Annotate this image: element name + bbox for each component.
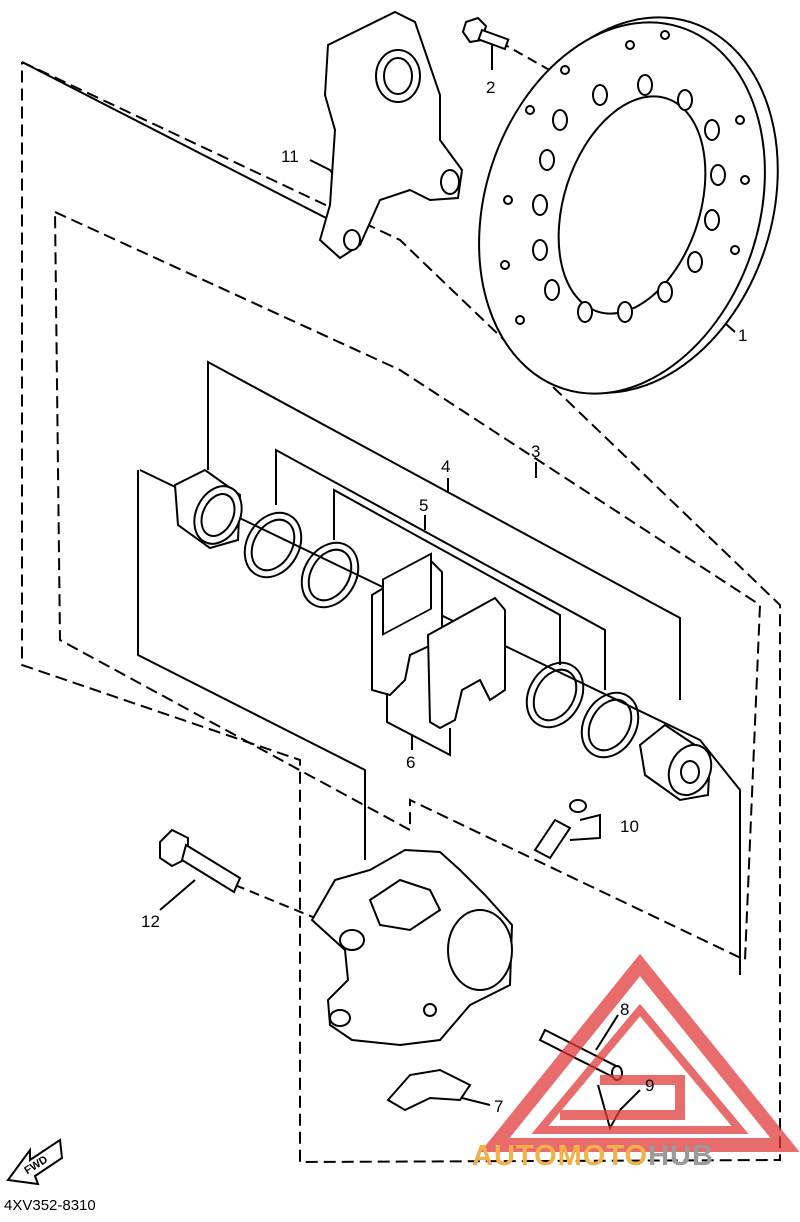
callout-2: 2: [486, 78, 496, 97]
watermark-logo: [480, 953, 800, 1152]
assembly-frame-inner: [54, 211, 762, 962]
leader-12-dash: [234, 884, 321, 921]
fwd-arrow-icon: FWD: [6, 1138, 64, 1186]
callout-8: 8: [620, 1000, 630, 1019]
callout-3: 3: [531, 442, 541, 461]
callout-10: 10: [620, 817, 639, 836]
leader-7: [461, 1097, 491, 1106]
bleed-screw: [533, 799, 587, 860]
piston-right: [638, 723, 713, 802]
leader-11-dash: [21, 61, 331, 221]
seal-bracket-2: [333, 488, 561, 665]
disc-bolt: [461, 16, 510, 51]
seal-right-1: [525, 661, 585, 729]
diagram-code: 4XV352-8310: [4, 1197, 96, 1214]
callout-11: 11: [281, 147, 299, 166]
leader-12: [159, 879, 196, 911]
caliper-bolt: [159, 828, 242, 894]
piston-left: [173, 468, 243, 550]
callout-7: 7: [494, 1097, 504, 1116]
assembly-frame-outer: [21, 61, 781, 1164]
callout-9: 9: [645, 1076, 655, 1095]
pin-clip: [597, 1084, 621, 1131]
brake-pad-left: [371, 552, 443, 697]
seal-right-2: [580, 691, 640, 759]
brake-disc: [478, 16, 779, 395]
pad-bracket: [386, 695, 451, 757]
callout-6: 6: [406, 753, 416, 772]
leader-10: [569, 813, 601, 841]
seal-bracket-1: [275, 448, 606, 690]
callout-1: 1: [738, 326, 748, 345]
leader-8: [595, 1014, 619, 1051]
pad-spring-clip: [386, 1068, 472, 1112]
caliper-bracket: [137, 470, 366, 860]
brake-pad-right: [426, 596, 506, 730]
seal-left-2: [300, 541, 360, 609]
watermark-text-part2: HUB: [648, 1140, 714, 1172]
leader-9: [619, 1089, 641, 1111]
caliper-bracket-part: [318, 10, 464, 260]
watermark-text-part1: AUTOMOTO: [472, 1140, 649, 1172]
callout-4: 4: [441, 457, 451, 476]
seal-left-1: [243, 511, 303, 579]
watermark-text: AUTOMOTOHUB: [472, 1140, 714, 1173]
callout-5: 5: [419, 496, 429, 515]
piston-bracket: [207, 360, 681, 700]
caliper-body: [310, 848, 514, 1047]
callout-12: 12: [141, 912, 160, 931]
